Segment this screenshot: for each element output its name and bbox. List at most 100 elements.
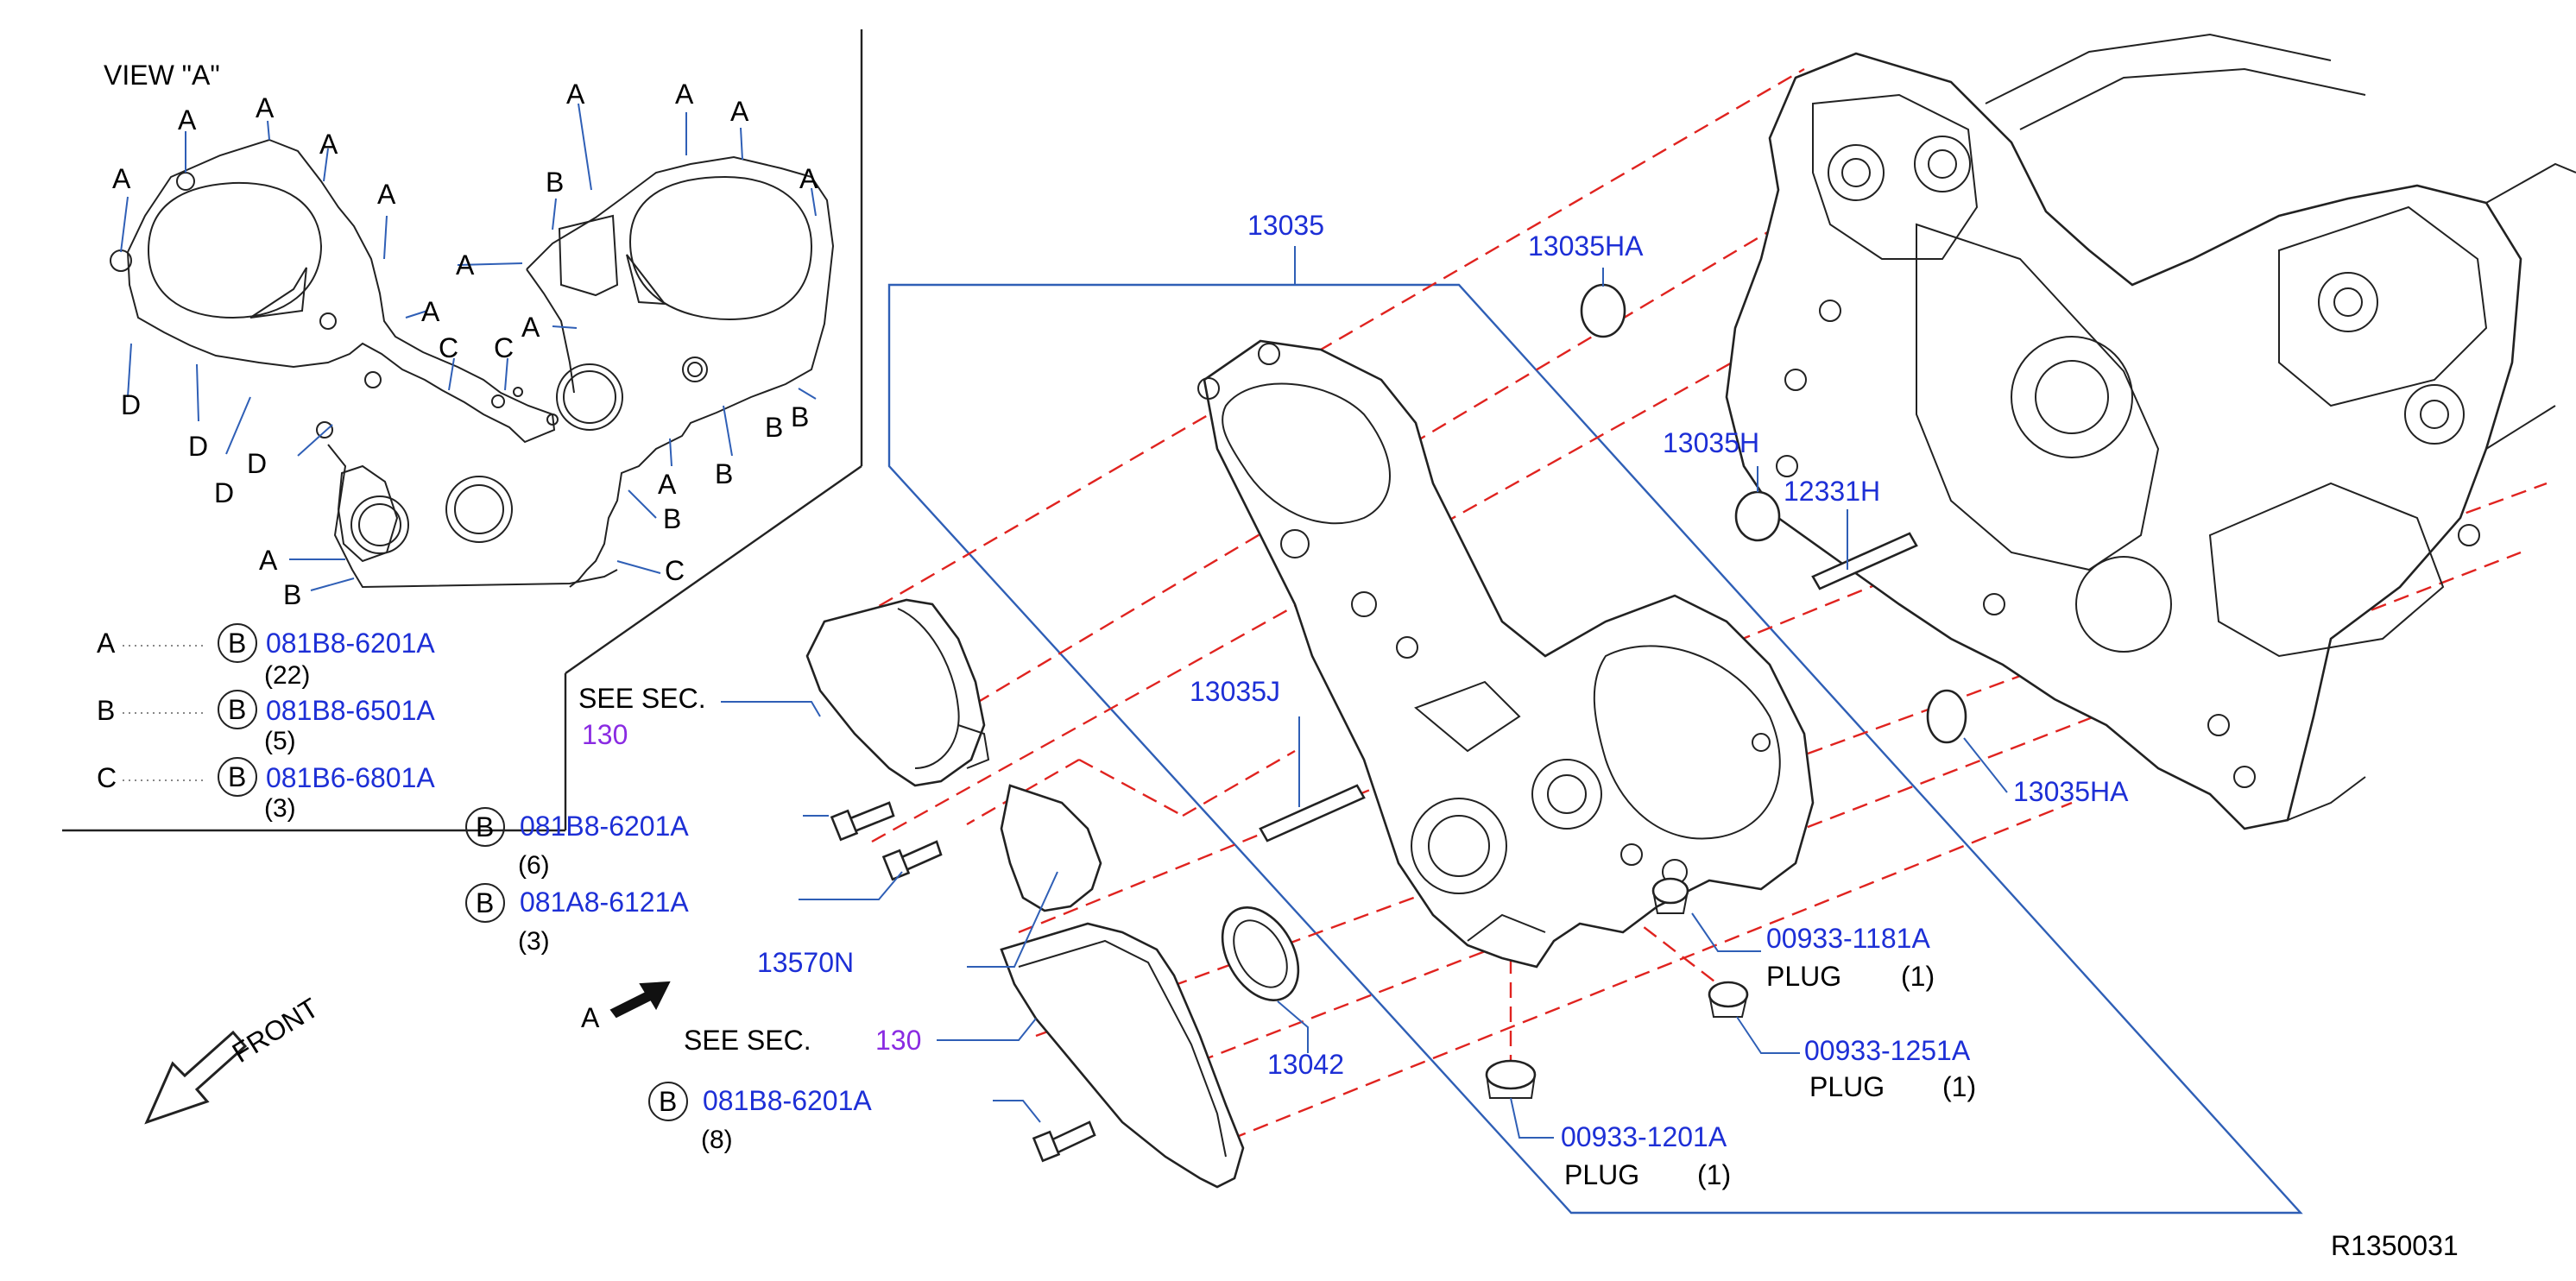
plug-code: 00933-1251A — [1804, 1035, 1971, 1066]
part-number-13035HA: 13035HA — [1528, 230, 1644, 262]
bolt-callout: B 081A8-6121A (3) — [465, 883, 689, 956]
part-number-13570N: 13570N — [757, 947, 854, 978]
view-a-letter: D — [188, 431, 208, 462]
view-a-letter: A — [456, 249, 475, 281]
view-a-letter: A — [566, 79, 585, 110]
legend-code: 081B6-6801A — [266, 762, 435, 793]
plug-code: 00933-1201A — [1561, 1121, 1727, 1152]
bolt-code: 081B8-6201A — [520, 811, 689, 842]
assembly-frame — [887, 283, 2303, 1215]
legend-qty: (3) — [264, 794, 296, 823]
plug-qty: (1) — [1697, 1159, 1731, 1190]
plug-callout: 00933-1201A PLUG (1) — [1561, 1121, 1731, 1190]
view-a-letter: A — [377, 179, 396, 210]
bolt-symbol: B — [228, 761, 246, 792]
bolt-legend: A B 081B8-6201A (22) B B 081B8-6501A (5)… — [97, 623, 435, 823]
o-ring-13035H — [1734, 490, 1781, 542]
view-a-gasket-left — [110, 138, 618, 589]
engine-block — [1725, 33, 2576, 830]
part-number-13035J: 13035J — [1190, 676, 1280, 707]
legend-letter: A — [97, 628, 116, 659]
dowel-pin-13035J — [1259, 784, 1366, 842]
view-a-letter: D — [121, 389, 141, 420]
plug-label: PLUG — [1809, 1071, 1885, 1102]
view-a-letter: A — [730, 96, 749, 127]
front-label: FRONT — [227, 992, 325, 1069]
bolt-callout: B 081B8-6201A (8) — [648, 1082, 872, 1154]
dowel-pin-12331H — [1811, 532, 1918, 590]
view-a-letter: C — [494, 332, 514, 363]
part-number-13035HA: 13035HA — [2013, 776, 2129, 807]
bolt-symbol: B — [659, 1086, 677, 1117]
view-a-letter: A — [799, 163, 818, 194]
see-sec-label: SEE SEC. — [578, 683, 706, 714]
legend-letter: C — [97, 762, 117, 793]
lower-front-cover — [1000, 922, 1245, 1189]
bolt-symbol: B — [228, 628, 246, 659]
see-sec-number: 130 — [582, 719, 628, 750]
view-a-callout-lines — [120, 103, 817, 591]
view-a-letter: A — [421, 296, 440, 327]
view-a-letter: A — [178, 104, 197, 136]
view-direction-arrow-icon — [609, 981, 671, 1019]
o-ring-13035HA-lower — [1926, 689, 1967, 744]
view-a-letter: B — [715, 458, 733, 489]
bolt-icon — [830, 801, 895, 842]
part-number-13042: 13042 — [1267, 1049, 1344, 1080]
o-ring-13035HA-upper — [1580, 283, 1626, 338]
view-a-letter: D — [214, 477, 234, 508]
view-a-arrow-letter: A — [581, 1002, 600, 1033]
part-labels: 13035 13035HA 13035H 12331H 13035J 13035… — [757, 210, 2129, 1080]
bolt-code: 081A8-6121A — [520, 887, 689, 918]
bolt-icon — [881, 840, 943, 881]
view-a-letter: C — [665, 555, 685, 586]
view-a-letter: A — [259, 545, 278, 576]
view-a-arrow: A — [581, 981, 671, 1033]
plug-00933-1201A — [1485, 1059, 1537, 1099]
view-a-letter: B — [765, 412, 783, 443]
plug-callout: 00933-1181A PLUG (1) — [1766, 923, 1935, 992]
view-a-labels: VIEW "A" A A A A A A D D D D C C A A B A… — [104, 60, 818, 610]
view-a-title: VIEW "A" — [104, 60, 220, 91]
part-number-12331H: 12331H — [1784, 476, 1880, 507]
legend-qty: (22) — [264, 661, 310, 690]
bolt-symbol: B — [476, 887, 494, 918]
bolt-icon — [1032, 1120, 1096, 1163]
upper-front-cover — [805, 598, 990, 787]
bolt-qty: (8) — [701, 1126, 733, 1154]
legend-qty: (5) — [264, 727, 296, 755]
view-a-letter: A — [675, 79, 694, 110]
plug-callout: 00933-1251A PLUG (1) — [1804, 1035, 1976, 1102]
view-a-letter: C — [439, 332, 458, 363]
view-a-gasket-right — [491, 155, 835, 588]
see-section-lower: SEE SEC. 130 — [684, 1025, 921, 1056]
part-leaders — [721, 268, 2008, 1139]
view-a-letter: A — [112, 163, 131, 194]
bolt-qty: (3) — [518, 927, 550, 956]
part-number-13035: 13035 — [1247, 210, 1324, 241]
diagram-reference: R1350031 — [2331, 1230, 2459, 1261]
legend-letter: B — [97, 695, 115, 726]
view-a-letter: B — [546, 167, 564, 198]
view-a-letter: A — [521, 312, 540, 343]
see-sec-number: 130 — [875, 1025, 921, 1056]
view-a-letter: B — [283, 579, 301, 610]
plug-label: PLUG — [1564, 1159, 1639, 1190]
view-a-letter: A — [658, 469, 677, 500]
see-sec-label: SEE SEC. — [684, 1025, 811, 1056]
plug-label: PLUG — [1766, 961, 1841, 992]
view-a-divider — [62, 29, 863, 832]
bolt-symbol: B — [228, 694, 246, 725]
view-a-letter: B — [663, 503, 681, 534]
legend-code: 081B8-6201A — [266, 628, 435, 659]
plug-code: 00933-1181A — [1766, 923, 1930, 954]
view-a-letter: A — [319, 129, 338, 160]
bolt-qty: (6) — [518, 851, 550, 880]
plug-00933-1181A — [1651, 877, 1689, 914]
plug-00933-1251A — [1708, 981, 1749, 1018]
view-a-letter: D — [247, 448, 267, 479]
plug-qty: (1) — [1942, 1071, 1976, 1102]
oil-seal-13042 — [1221, 906, 1300, 1002]
view-a-letter: B — [791, 401, 809, 432]
